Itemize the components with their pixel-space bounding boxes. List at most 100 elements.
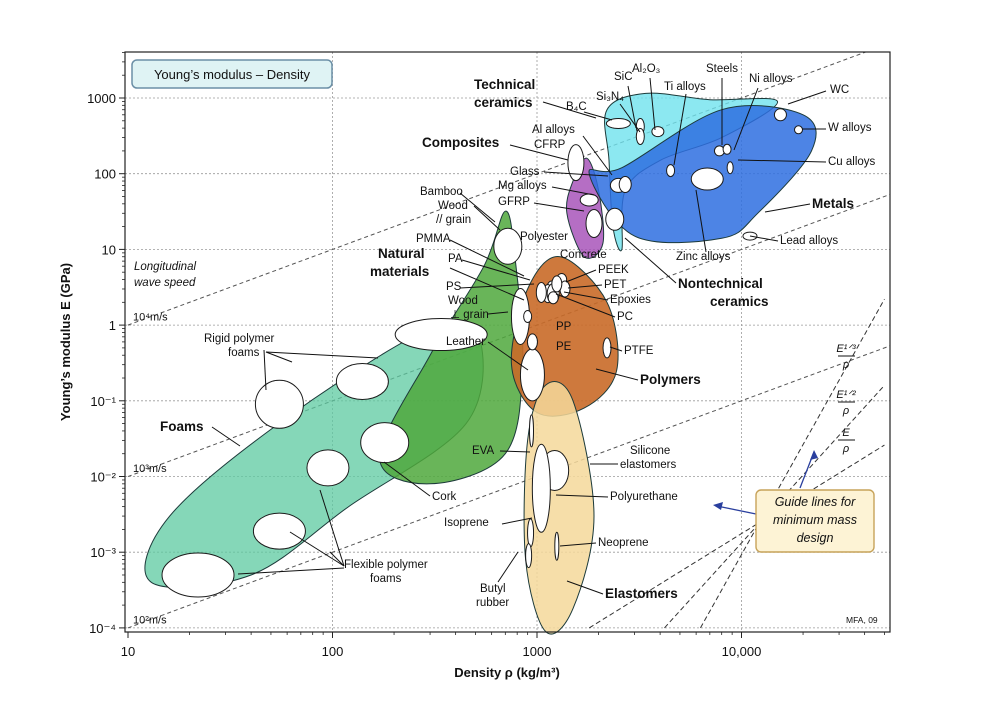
material-label-elastomers: elastomers — [620, 459, 676, 471]
material-label-leather: Leather — [446, 336, 485, 348]
y-tick-label: 10⁻³ — [90, 545, 116, 560]
material-bubble-al-alloys — [618, 175, 632, 193]
leader-line — [583, 111, 613, 121]
material-bubble-si-n — [635, 128, 645, 146]
leader-lines — [211, 77, 827, 595]
leader-line — [265, 351, 293, 363]
material-label-cork: Cork — [432, 491, 457, 503]
leader-line — [565, 269, 597, 283]
leader-line — [609, 346, 623, 352]
material-label-polyester: Polyester — [520, 231, 568, 243]
material-bubble-polyurethane — [531, 443, 551, 533]
material-label-zinc-alloys: Zinc alloys — [676, 251, 731, 263]
leader-line — [695, 189, 707, 253]
material-bubble-polyester — [551, 275, 563, 293]
material-label-pet: PET — [604, 279, 626, 291]
material-label-rubber: rubber — [476, 597, 509, 609]
leader-line — [555, 293, 616, 318]
guide-note-line-1: Guide lines for — [775, 495, 856, 509]
leader-line — [487, 311, 509, 315]
guide-line-label-denominator: ρ — [842, 359, 849, 371]
family-label-technical-ceramics-2: ceramics — [474, 95, 533, 110]
material-bubble-w-alloys — [794, 125, 804, 135]
y-tick-label: 100 — [94, 167, 116, 182]
material-label-ps: PS — [446, 281, 462, 293]
leader-line — [627, 85, 637, 129]
material-label-pp: PP — [556, 321, 572, 333]
material-bubble-rigid-polymer-foams — [394, 318, 488, 352]
material-bubble-flexible-polymer-foams — [161, 552, 235, 598]
material-labels: 10⁴m/s10³m/s10²m/sE¹ᐟ³ρE¹ᐟ²ρEρFoamsNatur… — [133, 63, 876, 626]
material-label-wc: WC — [830, 84, 849, 96]
wave-speed-label-10-m-s: 10²m/s — [133, 614, 167, 626]
wave-caption-line-2: wave speed — [134, 277, 196, 289]
wave-speed-label-10-m-s: 10⁴m/s — [133, 311, 168, 323]
leader-line — [487, 341, 529, 371]
leader-line — [237, 567, 345, 575]
material-label-si-n: Si₃N₄ — [596, 91, 624, 103]
material-label-bamboo: Bamboo — [420, 186, 463, 198]
material-bubble-flexible-polymer-foams — [252, 512, 306, 550]
leader-line — [733, 87, 759, 151]
material-label-ptfe: PTFE — [624, 345, 654, 357]
leader-line — [449, 239, 525, 277]
material-label-pe: PE — [556, 341, 572, 353]
leader-line — [211, 426, 241, 447]
material-label-foams: foams — [370, 573, 402, 585]
leader-line — [542, 101, 597, 119]
leader-line — [509, 144, 569, 161]
family-label-technical-ceramics-1: Technical — [474, 77, 535, 92]
leader-line — [737, 159, 827, 163]
family-label-polymers: Polymers — [640, 372, 701, 387]
material-bubbles — [161, 108, 804, 598]
leader-line — [329, 551, 345, 567]
guide-line-label-denominator: ρ — [842, 405, 849, 417]
guide-line-label-denominator: ρ — [842, 443, 849, 455]
material-label-concrete: Concrete — [560, 249, 607, 261]
material-bubble-neoprene — [554, 531, 560, 561]
leader-line — [749, 235, 779, 242]
family-label-elastomers: Elastomers — [605, 586, 678, 601]
family-label-natural-materials-1: Natural — [378, 246, 425, 261]
material-bubble-leather — [519, 348, 545, 402]
y-tick-label: 10 — [102, 242, 116, 257]
material-bubble-ni-alloys — [722, 143, 732, 155]
leader-line — [567, 284, 603, 289]
material-label-ti-alloys: Ti alloys — [664, 81, 706, 93]
family-label-nontechnical-2: ceramics — [710, 294, 769, 309]
x-tick-label: 100 — [322, 644, 344, 659]
guide-line-label-numerator: E¹ᐟ³ — [836, 343, 856, 355]
material-label-silicone: Silicone — [630, 445, 670, 457]
material-bubble-eva — [529, 414, 535, 448]
leader-line — [563, 291, 609, 301]
wave-caption-line-1: Longitudinal — [134, 261, 196, 273]
material-label-flexible-polymer: Flexible polymer — [344, 559, 428, 571]
material-label-butyl: Butyl — [480, 583, 506, 595]
material-label-lead-alloys: Lead alloys — [780, 235, 838, 247]
material-label-polyurethane: Polyurethane — [610, 491, 678, 503]
family-label-composites: Composites — [422, 135, 499, 150]
y-tick-label: 10⁻² — [90, 470, 116, 485]
material-bubble-ti-alloys — [666, 164, 676, 178]
y-tick-label: 10⁻⁴ — [89, 621, 116, 636]
material-label-steels: Steels — [706, 63, 738, 75]
y-axis-title: Young’s modulus E (GPa) — [58, 263, 73, 421]
leader-line — [473, 205, 501, 231]
guide-line-label-numerator: E¹ᐟ² — [836, 389, 856, 401]
wave-speed-line-10-m-s — [125, 345, 890, 630]
material-bubble-ps — [535, 281, 547, 303]
material-bubble-pe — [526, 333, 538, 351]
guide-note-box: Guide lines for minimum mass design — [755, 489, 875, 553]
material-label-cu-alloys: Cu alloys — [828, 156, 876, 168]
material-label-w-alloys: W alloys — [828, 122, 872, 134]
wave-speed-label-10-m-s: 10³m/s — [133, 463, 167, 475]
family-label-natural-materials-2: materials — [370, 264, 429, 279]
material-bubble-gfrp — [585, 208, 603, 238]
material-bubble-lead-alloys — [742, 231, 758, 241]
material-label-grain: ⊥ grain — [450, 309, 489, 321]
credit-text: MFA, 09 — [846, 615, 878, 625]
material-bubble-isoprene — [527, 518, 535, 548]
material-label-wood: Wood — [438, 200, 468, 212]
